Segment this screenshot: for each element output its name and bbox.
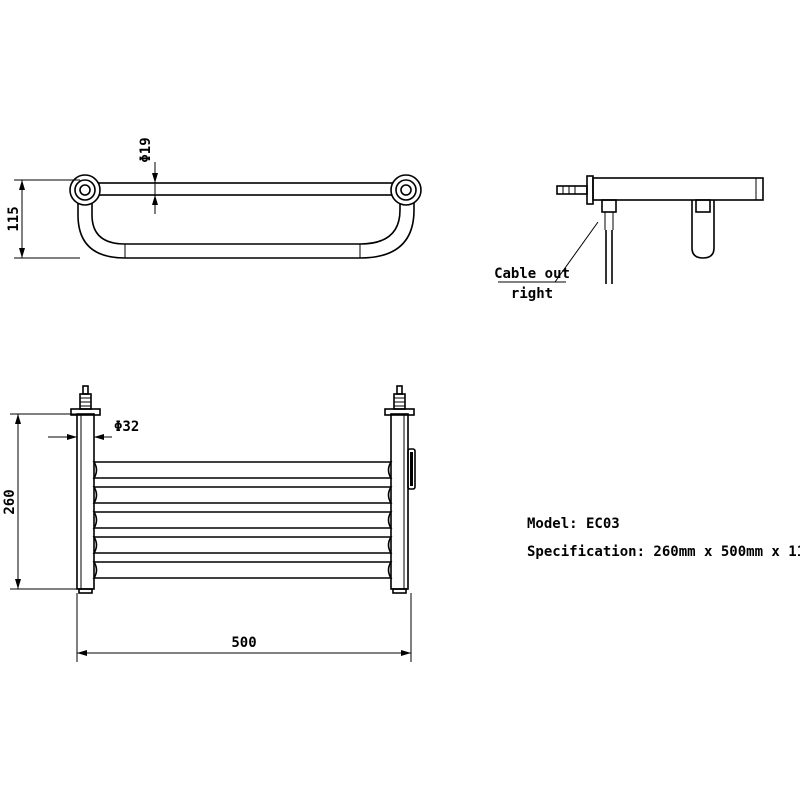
- front-post-left: [76, 413, 95, 590]
- side-view: Cable out right: [494, 175, 764, 302]
- cable-note-line2: right: [511, 286, 553, 302]
- front-bar-1: [92, 461, 393, 479]
- front-bar-3: [92, 511, 393, 529]
- side-cable-outlet: [601, 199, 617, 213]
- top-view: 115 Φ19: [6, 137, 422, 259]
- front-width-dimension: 500: [76, 593, 412, 662]
- cable-note-leader: [554, 221, 599, 283]
- top-height-dimension: 115: [6, 179, 80, 259]
- top-bar: [85, 182, 403, 196]
- top-rail-inner: [91, 200, 401, 245]
- front-height-dimension: 260: [2, 413, 78, 590]
- top-rail-outer: [77, 200, 415, 259]
- spec-block: Model: EC03 Specification: 260mm x 500mm…: [527, 516, 800, 560]
- top-tube-dimension: Φ19: [138, 137, 158, 214]
- front-post-label: Φ32: [114, 419, 139, 435]
- side-arm: [592, 177, 764, 201]
- front-switch: [407, 448, 416, 490]
- side-bolt: [556, 185, 588, 195]
- top-tube-label: Φ19: [138, 137, 154, 162]
- front-view: 260 Φ32 500: [2, 385, 416, 662]
- front-cap-left: [70, 385, 101, 416]
- front-bar-2: [92, 486, 393, 504]
- front-cap-right: [384, 385, 415, 416]
- top-flange-right: [390, 174, 422, 206]
- top-height-label: 115: [6, 206, 22, 231]
- front-bars: [92, 461, 393, 579]
- front-bar-4: [92, 536, 393, 554]
- front-bar-5: [92, 561, 393, 579]
- side-tube-section: [691, 200, 715, 259]
- front-post-right: [390, 413, 409, 590]
- spec-model: Model: EC03: [527, 516, 620, 532]
- cable-note-line1: Cable out: [494, 266, 570, 282]
- spec-specification: Specification: 260mm x 500mm x 115mm: [527, 544, 800, 560]
- side-wall-plate: [586, 175, 594, 205]
- front-post-dimension: Φ32: [48, 419, 139, 440]
- front-height-label: 260: [2, 489, 18, 514]
- top-flange-left: [69, 174, 101, 206]
- front-width-label: 500: [231, 635, 256, 651]
